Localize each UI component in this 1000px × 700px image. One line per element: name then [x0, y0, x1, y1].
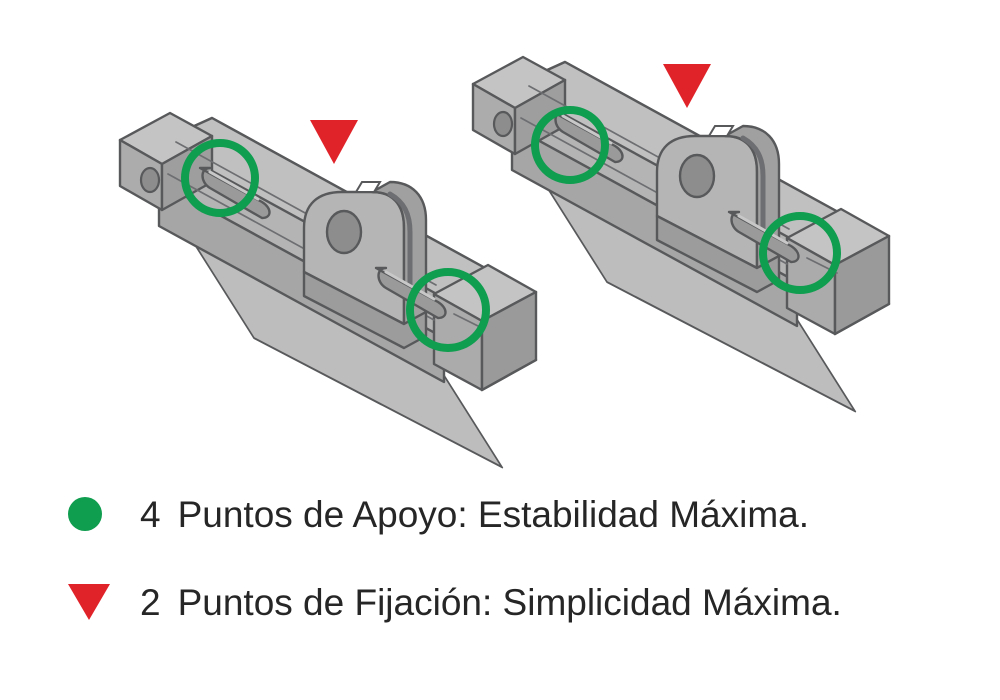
legend-count-support: 4 — [140, 493, 161, 535]
legend-marker-slot — [62, 574, 140, 630]
support-point-circle — [406, 268, 490, 352]
red-triangle-down-icon — [68, 584, 110, 620]
fixation-point-triangle — [663, 64, 711, 108]
legend-item-support: 4 Puntos de Apoyo: Estabilidad Máxima. — [62, 486, 809, 542]
legend-item-fixation: 2 Puntos de Fijación: Simplicidad Máxima… — [62, 574, 842, 630]
bracket-diagram — [0, 0, 1000, 470]
support-point-circle — [181, 139, 259, 217]
legend-label-fixation: Puntos de Fijación: Simplicidad Máxima. — [177, 581, 842, 623]
green-circle-icon — [68, 497, 102, 531]
legend-count-fixation: 2 — [140, 581, 161, 623]
legend: 4 Puntos de Apoyo: Estabilidad Máxima. 2… — [0, 470, 1000, 700]
legend-marker-slot — [62, 486, 140, 542]
legend-label-support: Puntos de Apoyo: Estabilidad Máxima. — [177, 493, 809, 535]
support-point-circle — [759, 212, 841, 294]
bracket-right — [473, 57, 889, 411]
bracket-left — [120, 113, 536, 467]
bracket-left-body — [120, 113, 536, 467]
support-point-circle — [531, 106, 609, 184]
fixation-point-triangle — [310, 120, 358, 164]
